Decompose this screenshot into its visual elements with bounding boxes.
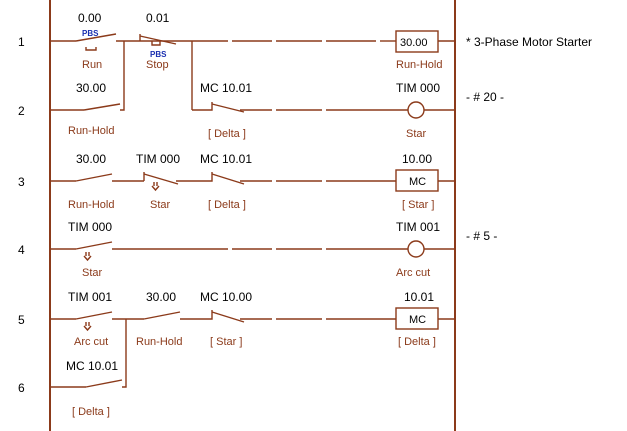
contact-timer-000-no-label: Star xyxy=(82,267,103,279)
output-mc-delta-label: [ Delta ] xyxy=(398,336,436,348)
contact-delta-rung3-label: [ Delta ] xyxy=(208,199,246,211)
output-mc-star-label: [ Star ] xyxy=(402,199,434,211)
rung-3 xyxy=(50,169,455,192)
contact-timer-000-address: TIM 000 xyxy=(136,152,180,166)
contact-delta-seal-in-label: [ Delta ] xyxy=(72,406,110,418)
contact-run-address: 0.00 xyxy=(78,11,102,25)
timer-contact-symbol xyxy=(83,322,92,332)
contact-run-hold-rung3[interactable] xyxy=(75,173,113,182)
rung-2 xyxy=(50,41,455,119)
contact-timer-000-no[interactable] xyxy=(75,241,113,262)
contact-timer-000-no-address: TIM 000 xyxy=(68,220,112,234)
contact-delta-rung2-label: [ Delta ] xyxy=(208,128,246,140)
timer-contact-symbol xyxy=(83,252,92,262)
output-timer-001-address: TIM 001 xyxy=(396,220,440,234)
contact-run-hold-latch[interactable] xyxy=(83,103,121,111)
contact-run-hold-latch-address: 30.00 xyxy=(76,81,106,95)
contact-delta-seal-in[interactable] xyxy=(85,379,123,388)
contact-timer-000-label: Star xyxy=(150,199,171,211)
timer-contact-symbol xyxy=(151,182,160,192)
output-timer-000-coil[interactable] xyxy=(407,101,425,119)
contact-stop-label: Stop xyxy=(146,59,169,71)
rung-number-3: 3 xyxy=(18,175,25,189)
diagram-title: * 3-Phase Motor Starter xyxy=(466,35,592,49)
rung-number-5: 5 xyxy=(18,313,25,327)
output-mc-star-box-text: MC xyxy=(409,176,426,188)
contact-delta-nc-rung2[interactable] xyxy=(192,102,245,113)
contact-run-pushbutton[interactable] xyxy=(75,33,117,51)
contact-run-hold-rung5-label: Run-Hold xyxy=(136,336,182,348)
contact-stop-pbs: PBS xyxy=(150,50,167,59)
output-timer-001-coil[interactable] xyxy=(407,240,425,258)
pushbutton-symbol xyxy=(151,41,161,46)
contact-delta-nc-rung3[interactable] xyxy=(211,173,245,185)
contact-run-hold-rung5[interactable] xyxy=(143,311,181,320)
contact-run-hold-rung5-address: 30.00 xyxy=(146,290,176,304)
pushbutton-symbol xyxy=(85,47,97,51)
output-mc-delta-box-text: MC xyxy=(409,314,426,326)
rung-number-6: 6 xyxy=(18,381,25,395)
contact-run-hold-rung3-address: 30.00 xyxy=(76,152,106,166)
contact-timer-000-nc[interactable] xyxy=(143,172,179,192)
timer-000-preset: - # 20 - xyxy=(466,90,504,104)
contact-run-pbs: PBS xyxy=(82,29,99,38)
contact-timer-001-address: TIM 001 xyxy=(68,290,112,304)
output-mc-delta-address: 10.01 xyxy=(404,290,434,304)
rung-4 xyxy=(50,240,455,262)
contact-mc-star-nc[interactable] xyxy=(211,311,245,323)
output-timer-000-address: TIM 000 xyxy=(396,81,440,95)
contact-mc-star-address: MC 10.00 xyxy=(200,290,252,304)
contact-run-hold-latch-label: Run-Hold xyxy=(68,125,114,137)
rung-number-2: 2 xyxy=(18,104,25,118)
output-mc-star-address: 10.00 xyxy=(402,152,432,166)
contact-mc-star-label: [ Star ] xyxy=(210,336,242,348)
rung-number-4: 4 xyxy=(18,243,25,257)
rung-5 xyxy=(50,307,455,332)
output-timer-000-label: Star xyxy=(406,128,427,140)
contact-delta-rung3-address: MC 10.01 xyxy=(200,152,252,166)
rung-number-1: 1 xyxy=(18,35,25,49)
contact-timer-001-label: Arc cut xyxy=(74,336,108,348)
output-run-hold-box-text: 30.00 xyxy=(400,37,428,49)
contact-stop-pushbutton[interactable] xyxy=(139,34,177,46)
contact-run-label: Run xyxy=(82,59,102,71)
timer-001-preset: - # 5 - xyxy=(466,229,497,243)
contact-run-hold-rung3-label: Run-Hold xyxy=(68,199,114,211)
rung-1 xyxy=(50,30,455,53)
output-run-hold-label: Run-Hold xyxy=(396,59,442,71)
contact-delta-seal-in-address: MC 10.01 xyxy=(66,359,118,373)
contact-stop-address: 0.01 xyxy=(146,11,170,25)
contact-delta-rung2-address: MC 10.01 xyxy=(200,81,252,95)
output-timer-001-label: Arc cut xyxy=(396,267,430,279)
rung-6 xyxy=(50,319,127,388)
contact-timer-001-no[interactable] xyxy=(75,311,113,332)
